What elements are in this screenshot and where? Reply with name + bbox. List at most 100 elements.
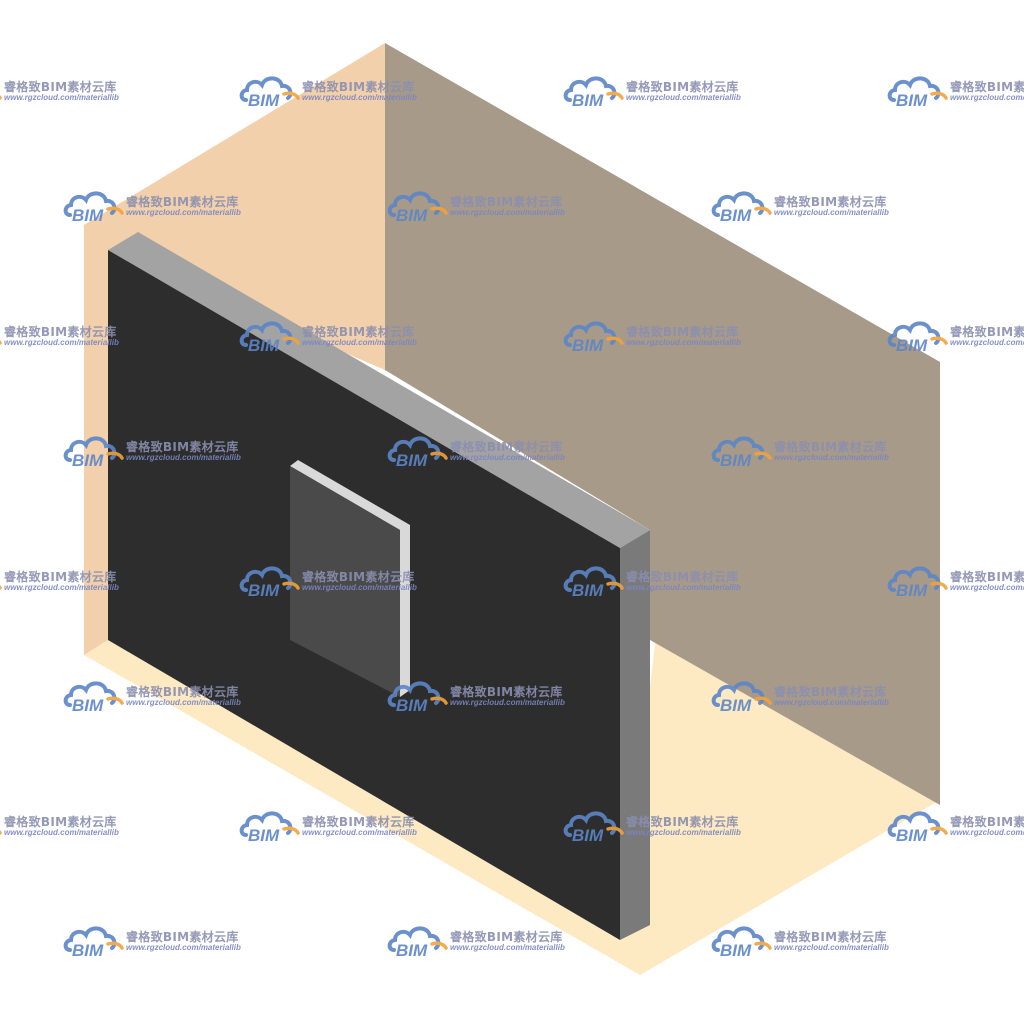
watermark-url: www.rgzcloud.com/materiallib xyxy=(126,698,241,707)
svg-text:BIM: BIM xyxy=(720,696,752,715)
watermark: BIM 睿格致BIM素材云库 www.rgzcloud.com/material… xyxy=(710,430,910,470)
watermark: BIM 睿格致BIM素材云库 www.rgzcloud.com/material… xyxy=(386,675,586,715)
svg-text:BIM: BIM xyxy=(572,336,604,355)
panel-side-edge xyxy=(620,530,650,940)
watermark: BIM 睿格致BIM素材云库 www.rgzcloud.com/material… xyxy=(562,70,762,110)
watermark-title: 睿格致BIM素材云库 xyxy=(774,930,887,944)
svg-text:BIM: BIM xyxy=(396,941,428,960)
watermark-title: 睿格致BIM素材云库 xyxy=(126,440,239,454)
svg-text:BIM: BIM xyxy=(72,451,104,470)
watermark-title: 睿格致BIM素材云库 xyxy=(450,440,563,454)
watermark: BIM 睿格致BIM素材云库 www.rgzcloud.com/material… xyxy=(62,675,262,715)
svg-text:BIM: BIM xyxy=(396,696,428,715)
watermark: BIM 睿格致BIM素材云库 www.rgzcloud.com/material… xyxy=(386,920,586,960)
svg-text:BIM: BIM xyxy=(720,451,752,470)
watermark: BIM 睿格致BIM素材云库 www.rgzcloud.com/material… xyxy=(710,185,910,225)
cloud-logo-icon: BIM xyxy=(63,681,124,715)
svg-text:BIM: BIM xyxy=(896,581,928,600)
watermark-url: www.rgzcloud.com/materiallib xyxy=(450,943,565,952)
watermark: BIM 睿格致BIM素材云库 www.rgzcloud.com/material… xyxy=(238,560,438,600)
watermark: BIM 睿格致BIM素材云库 www.rgzcloud.com/material… xyxy=(62,920,262,960)
watermark: BIM 睿格致BIM素材云库 www.rgzcloud.com/material… xyxy=(562,315,762,355)
watermark-url: www.rgzcloud.com/materiallib xyxy=(450,698,565,707)
svg-text:BIM: BIM xyxy=(72,941,104,960)
watermark-title: 睿格致BIM素材云库 xyxy=(774,685,887,699)
watermark-url: www.rgzcloud.com/materiallib xyxy=(626,583,741,592)
cloud-logo-icon: BIM xyxy=(711,681,772,715)
svg-text:BIM: BIM xyxy=(896,336,928,355)
floor-surface xyxy=(84,640,940,975)
watermark-title: 睿格致BIM素材云库 xyxy=(4,570,117,584)
watermark-title: 睿格致BIM素材云库 xyxy=(626,325,739,339)
watermark-url: www.rgzcloud.com/materiallib xyxy=(950,828,1024,837)
svg-text:BIM: BIM xyxy=(248,581,280,600)
cloud-logo-icon: BIM xyxy=(63,436,124,470)
svg-text:BIM: BIM xyxy=(72,696,104,715)
watermark-title: 睿格致BIM素材云库 xyxy=(450,930,563,944)
watermark-title: 睿格致BIM素材云库 xyxy=(302,570,415,584)
cloud-logo-icon: BIM xyxy=(887,321,948,355)
watermark-title: 睿格致BIM素材云库 xyxy=(302,325,415,339)
svg-text:BIM: BIM xyxy=(572,826,604,845)
watermark-url: www.rgzcloud.com/materiallib xyxy=(302,828,417,837)
watermark: BIM 睿格致BIM素材云库 www.rgzcloud.com/material… xyxy=(386,430,586,470)
cloud-logo-icon: BIM xyxy=(63,191,124,225)
watermark: BIM 睿格致BIM素材云库 www.rgzcloud.com/material… xyxy=(710,675,910,715)
watermark: BIM 睿格致BIM素材云库 www.rgzcloud.com/material… xyxy=(710,920,910,960)
watermark-title: 睿格致BIM素材云库 xyxy=(126,930,239,944)
watermark: BIM 睿格致BIM素材云库 www.rgzcloud.com/material… xyxy=(0,805,140,845)
watermark: BIM 睿格致BIM素材云库 www.rgzcloud.com/material… xyxy=(886,315,1024,355)
svg-text:BIM: BIM xyxy=(72,206,104,225)
watermark: BIM 睿格致BIM素材云库 www.rgzcloud.com/material… xyxy=(886,70,1024,110)
watermark-title: 睿格致BIM素材云库 xyxy=(302,815,415,829)
watermark-title: 睿格致BIM素材云库 xyxy=(4,815,117,829)
cloud-logo-icon: BIM xyxy=(239,566,300,600)
watermark-url: www.rgzcloud.com/materiallib xyxy=(626,828,741,837)
watermark: BIM 睿格致BIM素材云库 www.rgzcloud.com/material… xyxy=(238,805,438,845)
watermark-url: www.rgzcloud.com/materiallib xyxy=(450,208,565,217)
watermark: BIM 睿格致BIM素材云库 www.rgzcloud.com/material… xyxy=(562,805,762,845)
watermark-title: 睿格致BIM素材云库 xyxy=(950,815,1024,829)
watermark-url: www.rgzcloud.com/materiallib xyxy=(774,943,889,952)
watermark-url: www.rgzcloud.com/materiallib xyxy=(4,828,119,837)
watermark-url: www.rgzcloud.com/materiallib xyxy=(450,453,565,462)
cloud-logo-icon: BIM xyxy=(387,191,448,225)
watermark: BIM 睿格致BIM素材云库 www.rgzcloud.com/material… xyxy=(886,560,1024,600)
watermark-title: 睿格致BIM素材云库 xyxy=(126,195,239,209)
svg-text:BIM: BIM xyxy=(896,826,928,845)
watermark: BIM 睿格致BIM素材云库 www.rgzcloud.com/material… xyxy=(62,185,262,225)
watermark-title: 睿格致BIM素材云库 xyxy=(4,80,117,94)
watermark-title: 睿格致BIM素材云库 xyxy=(302,80,415,94)
cloud-logo-icon: BIM xyxy=(563,811,624,845)
watermark-url: www.rgzcloud.com/materiallib xyxy=(302,583,417,592)
cloud-logo-icon: BIM xyxy=(387,681,448,715)
svg-text:BIM: BIM xyxy=(248,91,280,110)
cloud-logo-icon: BIM xyxy=(239,76,300,110)
watermark-title: 睿格致BIM素材云库 xyxy=(950,80,1024,94)
watermark-url: www.rgzcloud.com/materiallib xyxy=(4,338,119,347)
svg-text:BIM: BIM xyxy=(248,826,280,845)
cloud-logo-icon: BIM xyxy=(887,566,948,600)
watermark: BIM 睿格致BIM素材云库 www.rgzcloud.com/material… xyxy=(886,805,1024,845)
svg-text:BIM: BIM xyxy=(720,941,752,960)
watermark-url: www.rgzcloud.com/materiallib xyxy=(950,93,1024,102)
watermark-title: 睿格致BIM素材云库 xyxy=(4,325,117,339)
watermark: BIM 睿格致BIM素材云库 www.rgzcloud.com/material… xyxy=(0,560,140,600)
svg-text:BIM: BIM xyxy=(396,206,428,225)
svg-text:BIM: BIM xyxy=(572,91,604,110)
watermark-url: www.rgzcloud.com/materiallib xyxy=(774,208,889,217)
cloud-logo-icon: BIM xyxy=(239,321,300,355)
watermark-title: 睿格致BIM素材云库 xyxy=(950,325,1024,339)
watermark: BIM 睿格致BIM素材云库 www.rgzcloud.com/material… xyxy=(386,185,586,225)
watermark-url: www.rgzcloud.com/materiallib xyxy=(302,93,417,102)
back-wall xyxy=(385,43,940,805)
watermark-url: www.rgzcloud.com/materiallib xyxy=(774,453,889,462)
cloud-logo-icon: BIM xyxy=(887,76,948,110)
cloud-logo-icon: BIM xyxy=(63,926,124,960)
cloud-logo-icon: BIM xyxy=(563,76,624,110)
door-face xyxy=(290,466,400,697)
svg-text:BIM: BIM xyxy=(572,581,604,600)
watermark-url: www.rgzcloud.com/materiallib xyxy=(302,338,417,347)
watermark-url: www.rgzcloud.com/materiallib xyxy=(626,93,741,102)
